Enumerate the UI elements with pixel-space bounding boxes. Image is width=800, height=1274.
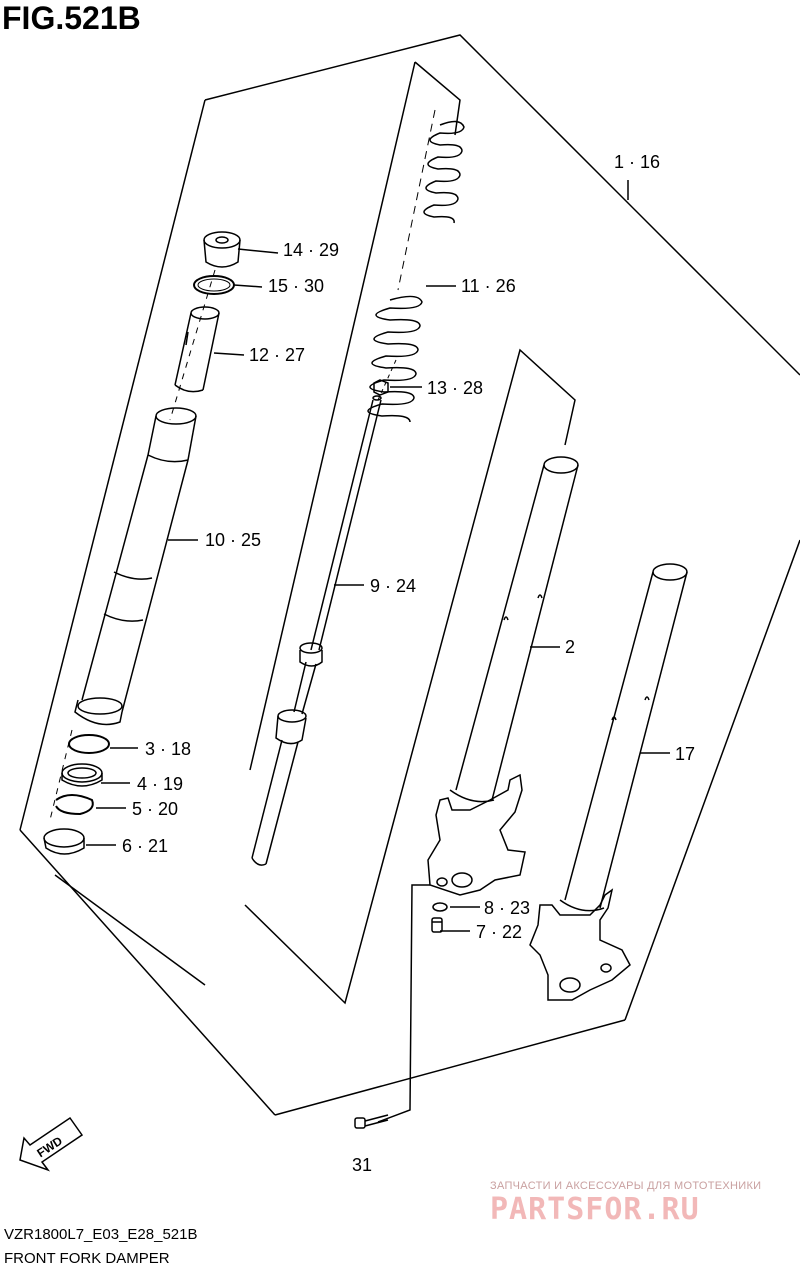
lock-nut	[373, 379, 389, 396]
o-ring	[193, 275, 235, 295]
callout-8-23: 8 · 23	[484, 898, 531, 918]
callout-5-20: 5 · 20	[132, 799, 179, 819]
callout-14-29: 14 · 29	[283, 240, 340, 260]
watermark-logo: PARTSFOR.RU	[490, 1192, 700, 1227]
callout-7-22: 7 · 22	[476, 922, 523, 942]
model-code: VZR1800L7_E03_E28_521B	[4, 1226, 198, 1243]
drain-washer	[432, 902, 448, 912]
callout-1-16: 1 · 16	[614, 152, 661, 172]
fork-spring-top	[423, 120, 465, 224]
callout-31: 31	[352, 1155, 373, 1175]
inner-tube-left	[427, 456, 579, 896]
callout-3-18: 3 · 18	[145, 739, 192, 759]
callout-13-28: 13 · 28	[427, 378, 484, 398]
washer-ring	[68, 734, 110, 754]
circlip	[55, 794, 94, 816]
watermark-tagline: ЗАПЧАСТИ И АКСЕССУАРЫ ДЛЯ МОТОТЕХНИКИ	[490, 1180, 762, 1192]
callout-11-26: 11 · 26	[461, 276, 516, 296]
callout-2: 2	[565, 637, 576, 657]
callout-12-27: 12 · 27	[249, 345, 306, 365]
inner-tube-right	[529, 563, 688, 1001]
figure-title: FIG.521B	[2, 0, 141, 36]
callout-4-19: 4 · 19	[137, 774, 184, 794]
spacer-tube	[174, 306, 220, 393]
callout-15-30: 15 · 30	[268, 276, 325, 296]
figure-caption: FRONT FORK DAMPER	[4, 1250, 170, 1267]
oil-seal	[61, 763, 103, 787]
outer-tube	[74, 407, 197, 726]
callout-10-25: 10 · 25	[205, 530, 262, 550]
axle-pinch-bolt	[354, 1114, 389, 1129]
damper-outline	[414, 61, 461, 136]
cap-bolt	[203, 231, 241, 268]
damper-rod	[251, 395, 382, 866]
callout-17: 17	[675, 744, 696, 764]
drain-bolt	[431, 917, 443, 933]
forward-arrow-icon	[19, 1116, 84, 1172]
fork-spring-lower	[367, 295, 423, 423]
assembly-outline	[204, 34, 800, 376]
callout-9-24: 9 · 24	[370, 576, 417, 596]
dust-seal	[43, 828, 85, 855]
callout-6-21: 6 · 21	[122, 836, 169, 856]
